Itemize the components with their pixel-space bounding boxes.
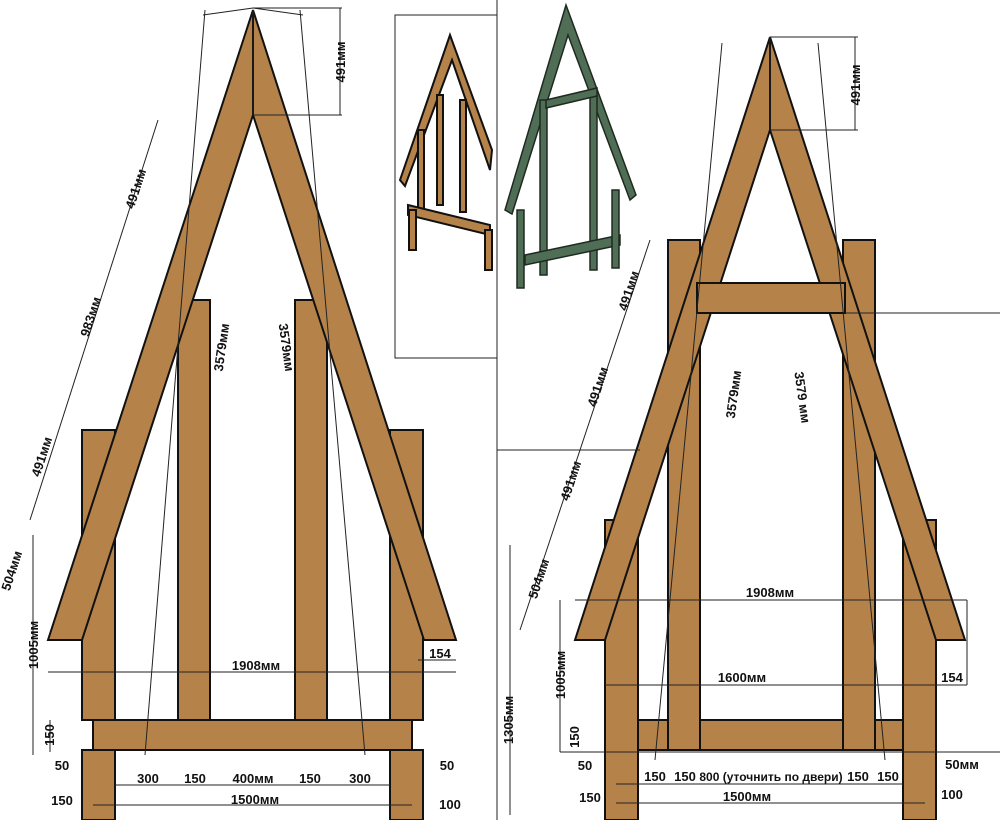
left-gap-center-label: 400мм: [233, 771, 274, 786]
right-post-offset-label: 100: [941, 787, 963, 802]
left-rafter-seg-1-label: 491мм: [122, 167, 149, 211]
left-gap-2-label: 300: [349, 771, 371, 786]
left-stud-2-label: 150: [299, 771, 321, 786]
right-diagonal-2-label: 3579 мм: [791, 371, 813, 424]
right-offset-left-label: 50: [578, 758, 592, 773]
right-gap-1-label: 150: [644, 769, 666, 784]
bottom-beam-right: [874, 719, 904, 751]
collar-tie: [696, 282, 846, 314]
right-post-width-label: 150: [579, 790, 601, 805]
left-post-width-label: 150: [51, 793, 73, 808]
left-leg: [81, 749, 116, 820]
inset-brown-frame: [398, 32, 494, 271]
left-eave-width-label: 1908мм: [232, 658, 280, 673]
right-wall-height-label: 1005мм: [553, 651, 568, 699]
right-dimension-lines: [497, 36, 1000, 815]
left-gap-1-label: 300: [137, 771, 159, 786]
left-offset-left-label: 50: [55, 758, 69, 773]
right-total-height-label: 1305мм: [501, 696, 516, 744]
inset-green-frame: [504, 2, 637, 289]
right-door-width-label: 800 (уточнить по двери): [699, 770, 842, 784]
left-beam-height-label: 150: [42, 724, 57, 746]
right-gap-2-label: 150: [877, 769, 899, 784]
left-rafter-seg-2-label: 983мм: [77, 295, 104, 339]
left-total-width-label: 1500мм: [231, 792, 279, 807]
right-offset-right-label: 50мм: [945, 757, 979, 772]
inset-3d-preview: [394, 0, 637, 820]
right-stud-2-label: 150: [847, 769, 869, 784]
stud-right: [294, 299, 328, 721]
right-leg: [389, 749, 424, 820]
left-diagonal-1-label: 3579мм: [211, 322, 233, 372]
right-rafter-seg-1-label: 491мм: [615, 269, 642, 313]
stud-left: [177, 299, 211, 721]
bottom-beam-left: [637, 719, 669, 751]
bottom-beam-center: [699, 719, 844, 751]
right-beam-height-label: 150: [567, 726, 582, 748]
right-inner-width-label: 1600мм: [718, 670, 766, 685]
right-rafter-seg-2-label: 491мм: [584, 365, 611, 409]
left-offset-right-label: 50: [440, 758, 454, 773]
right-gable-frame: [573, 36, 967, 820]
right-total-width-label: 1500мм: [723, 789, 771, 804]
left-stud-1-label: 150: [184, 771, 206, 786]
left-post-offset-label: 100: [439, 797, 461, 812]
right-rafter-seg-4-label: 504мм: [525, 557, 552, 601]
right-rafter-seg-3-label: 491мм: [557, 459, 584, 503]
left-dimension-lines: [29, 7, 456, 806]
left-wall-height-label: 1005мм: [26, 621, 41, 669]
right-eave-width-label: 1908мм: [746, 585, 794, 600]
left-rafter-seg-3-label: 491мм: [28, 435, 55, 479]
left-diagonal-2-label: 3579мм: [276, 322, 298, 372]
right-stud-1-label: 150: [674, 769, 696, 784]
left-top-height-label: 491мм: [333, 42, 348, 83]
right-diagonal-1-label: 3579мм: [723, 369, 745, 419]
left-rafter-seg-4-label: 504мм: [0, 549, 25, 593]
left-overhang-label: 154: [429, 646, 451, 661]
right-overhang-label: 154: [941, 670, 963, 685]
inset-border: [394, 14, 497, 359]
right-top-height-label: 491мм: [848, 65, 863, 106]
